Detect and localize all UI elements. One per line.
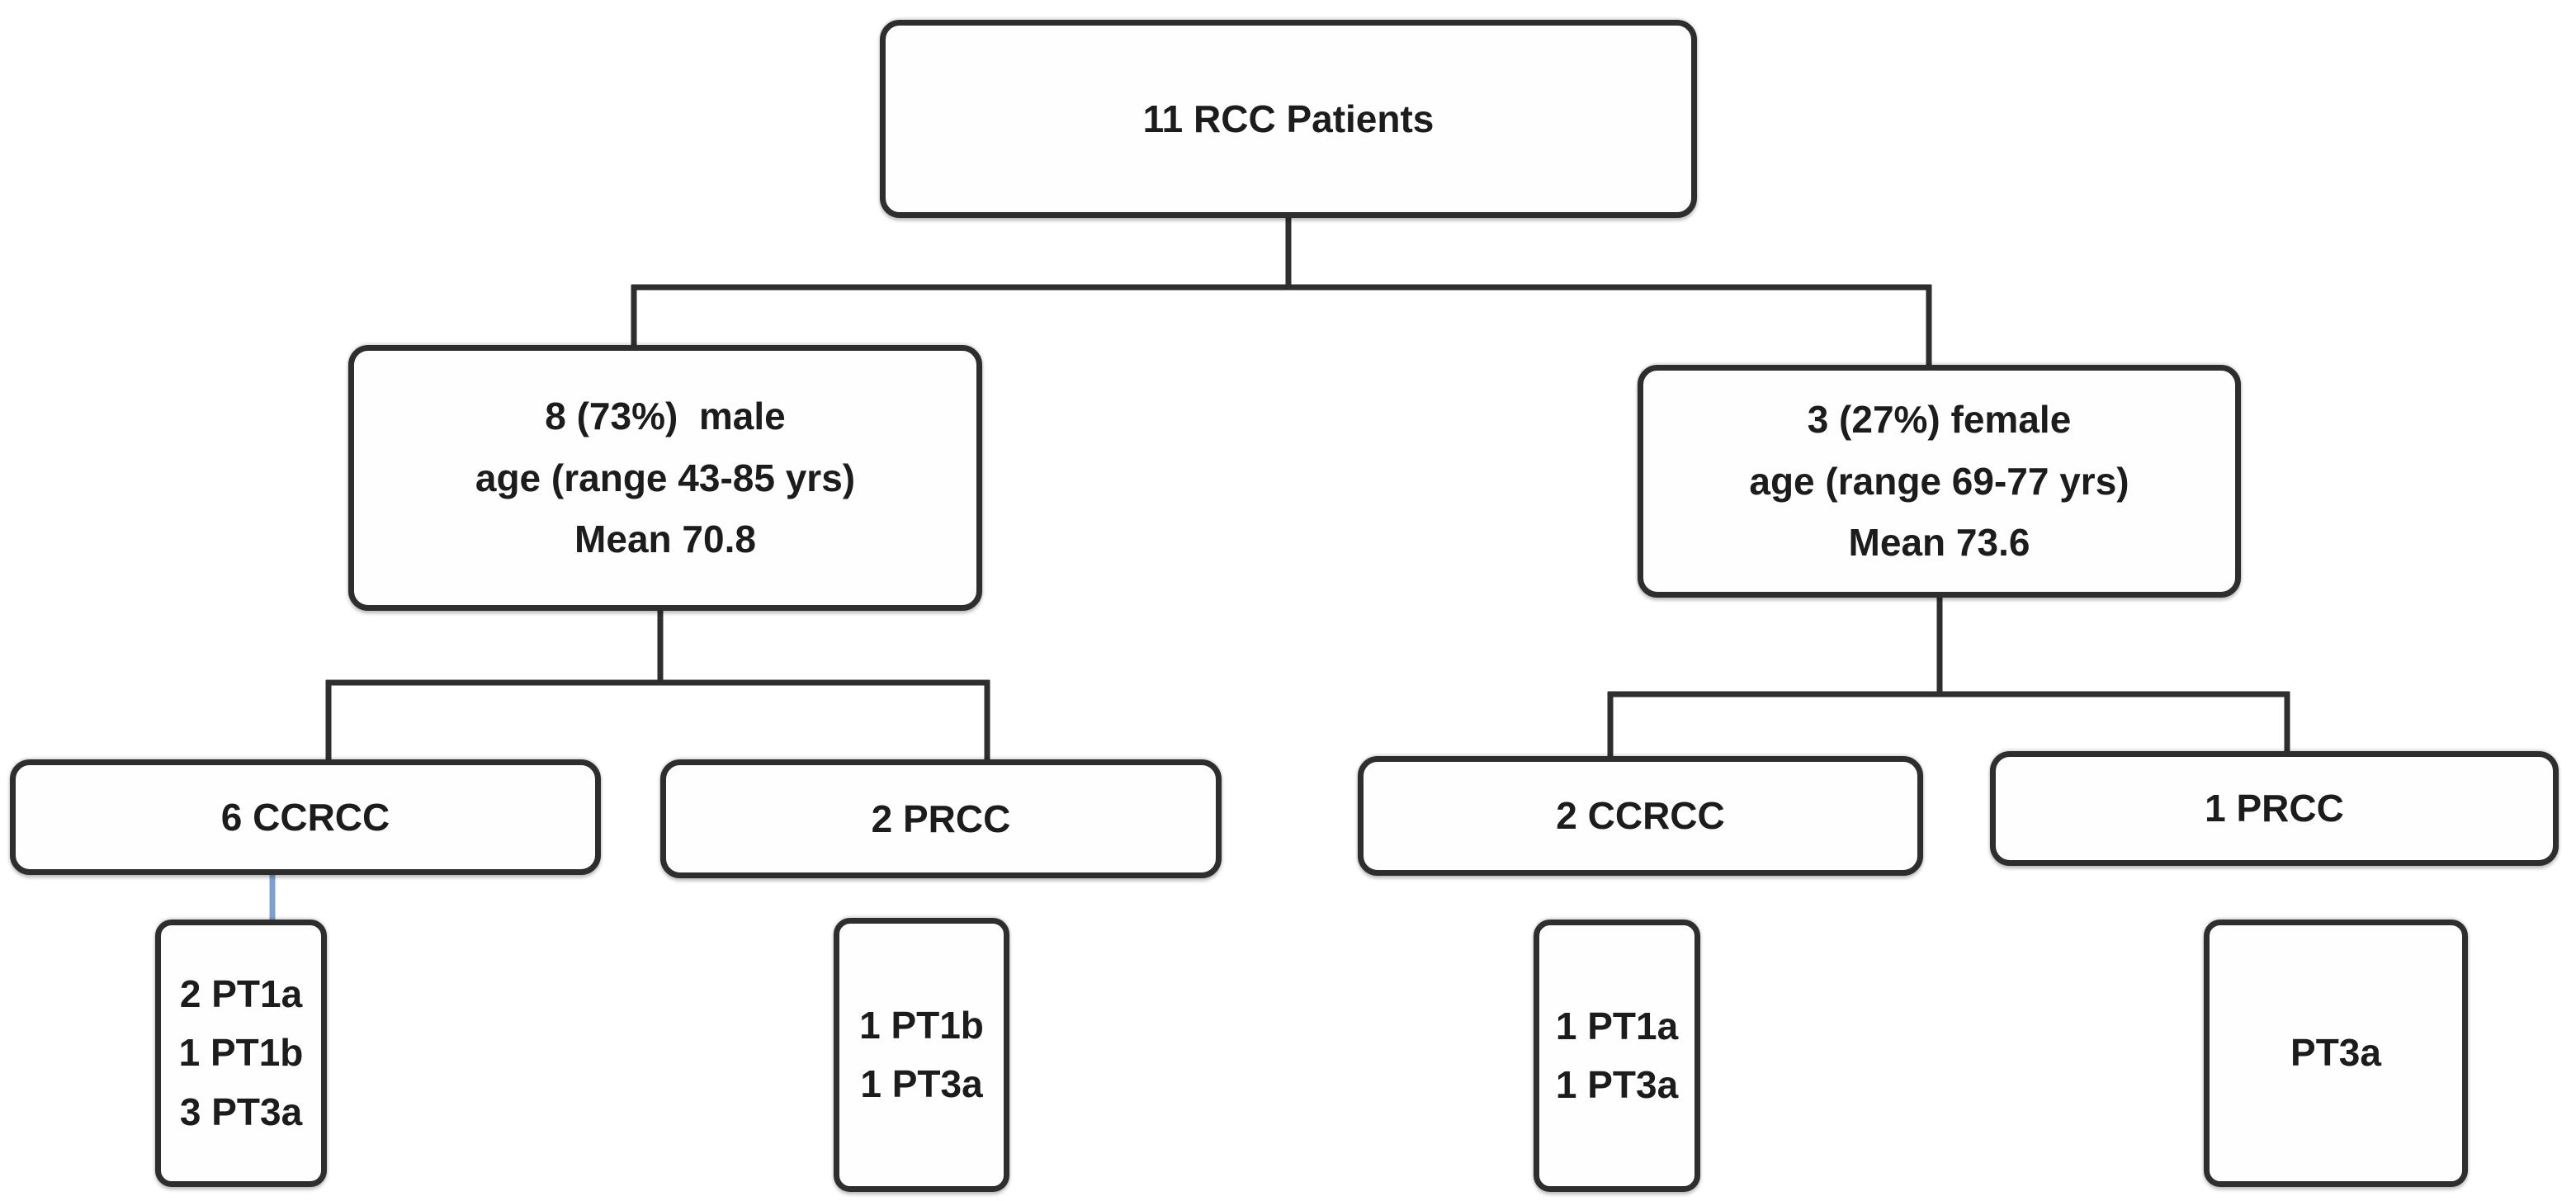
node-male-prcc: 2 PRCC (660, 759, 1222, 878)
node-female-prcc: 1 PRCC (1990, 751, 2559, 866)
stage-line: 2 PT1a (179, 972, 303, 1016)
node-female-ccrcc: 2 CCRCC (1358, 756, 1923, 876)
node-female-prcc-stages: PT3a (2204, 920, 2468, 1187)
node-female-ccrcc-label: 2 CCRCC (1556, 794, 1725, 838)
node-male-age-range: age (range 43-85 yrs) (475, 456, 856, 499)
stage-line: 1 PT1b (859, 1003, 984, 1047)
node-female-age-mean: Mean 73.6 (1848, 521, 2030, 565)
node-female-age-range: age (range 69-77 yrs) (1749, 459, 2129, 503)
node-root-label: 11 RCC Patients (1142, 97, 1435, 140)
node-male-prcc-stages: 1 PT1b 1 PT3a (834, 918, 1009, 1192)
stage-line: 1 PT1a (1555, 1004, 1679, 1047)
node-male-ccrcc-stages: 2 PT1a 1 PT1b 3 PT3a (155, 920, 327, 1187)
node-female-count: 3 (27%) female (1807, 398, 2072, 442)
node-male-ccrcc: 6 CCRCC (10, 759, 601, 875)
stage-line: 3 PT3a (179, 1090, 303, 1133)
node-root: 11 RCC Patients (880, 20, 1697, 218)
node-male-age-mean: Mean 70.8 (574, 518, 756, 561)
node-male-group: 8 (73%) male age (range 43-85 yrs) Mean … (348, 345, 982, 611)
stage-line: PT3a (2290, 1031, 2381, 1075)
node-female-group: 3 (27%) female age (range 69-77 yrs) Mea… (1638, 365, 2241, 598)
stage-line: 1 PT3a (860, 1062, 983, 1105)
node-male-count: 8 (73%) male (545, 395, 786, 438)
node-male-prcc-label: 2 PRCC (871, 797, 1011, 840)
node-female-ccrcc-stages: 1 PT1a 1 PT3a (1534, 920, 1700, 1192)
stage-line: 1 PT1b (178, 1031, 304, 1075)
stage-line: 1 PT3a (1555, 1063, 1679, 1106)
node-male-ccrcc-label: 6 CCRCC (220, 795, 390, 839)
node-female-prcc-label: 1 PRCC (2205, 787, 2344, 830)
